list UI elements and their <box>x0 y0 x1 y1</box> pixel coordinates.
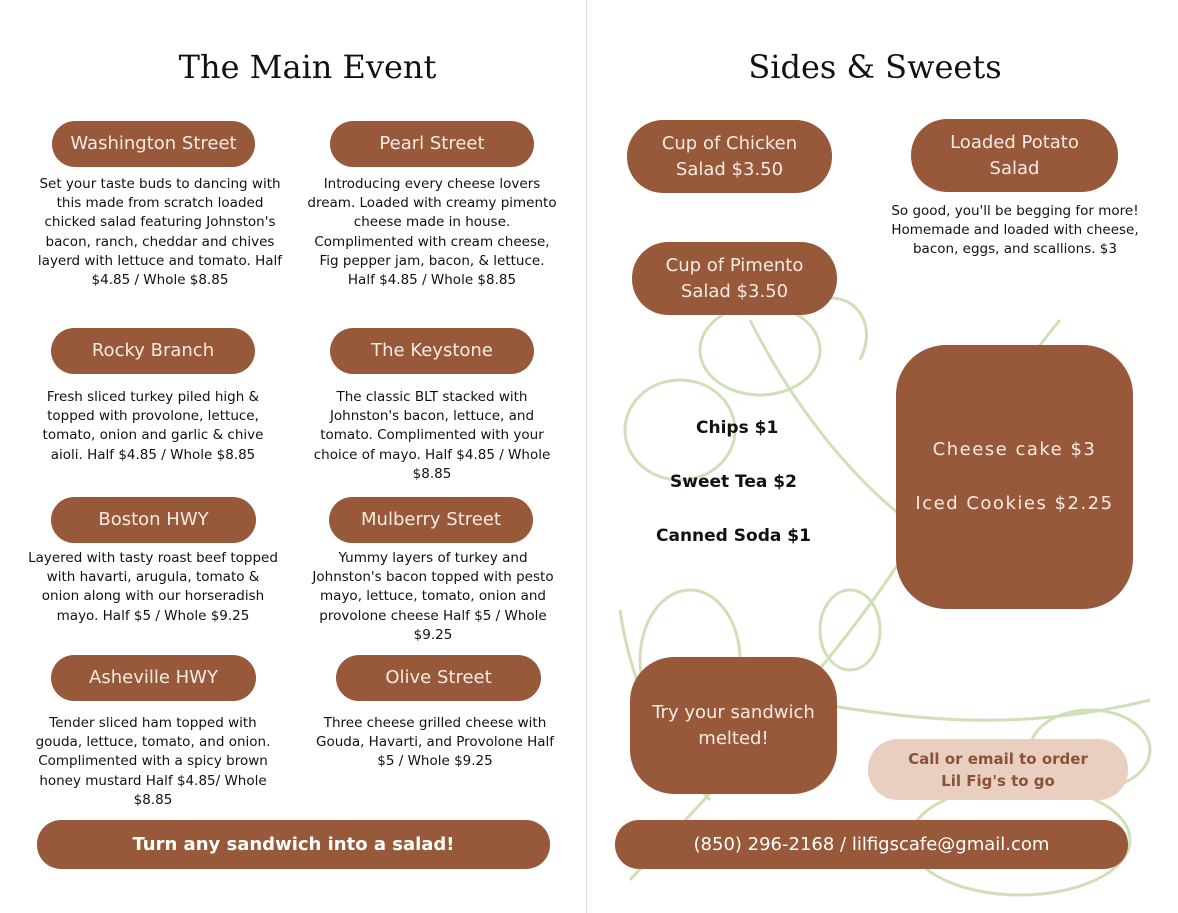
cup-chicken-salad: Cup of Chicken Salad $3.50 <box>627 120 832 193</box>
chips-item: Chips $1 <box>696 418 779 438</box>
sides-heading: Sides & Sweets <box>748 48 1002 86</box>
item-the-keystone: The Keystone <box>330 328 534 374</box>
order-note: Call or email to order Lil Fig's to go <box>868 739 1128 800</box>
mulberry-street-desc: Yummy layers of turkey and Johnston's ba… <box>312 550 554 643</box>
keystone-desc: The classic BLT stacked with Johnston's … <box>313 389 551 482</box>
item-boston-hwy: Boston HWY <box>51 497 256 543</box>
item-asheville-hwy: Asheville HWY <box>51 655 256 701</box>
potato-salad-desc: So good, you'll be begging for more! Hom… <box>891 203 1139 258</box>
item-pearl-street: Pearl Street <box>330 121 534 167</box>
loaded-potato-salad: Loaded Potato Salad <box>911 119 1118 192</box>
page-fold <box>586 0 587 913</box>
washington-street-desc: Set your taste buds to dancing with this… <box>37 176 283 289</box>
salad-banner: Turn any sandwich into a salad! <box>37 820 550 869</box>
desserts-box: Cheese cake $3 Iced Cookies $2.25 <box>896 345 1133 609</box>
item-rocky-branch: Rocky Branch <box>51 328 255 374</box>
cup-pimento-salad: Cup of Pimento Salad $3.50 <box>632 242 837 315</box>
olive-street-desc: Three cheese grilled cheese with Gouda, … <box>315 715 554 770</box>
sweet-tea-item: Sweet Tea $2 <box>670 472 797 492</box>
cheesecake-item: Cheese cake $3 <box>932 439 1097 460</box>
canned-soda-item: Canned Soda $1 <box>656 526 811 546</box>
iced-cookies-item: Iced Cookies $2.25 <box>915 493 1114 514</box>
item-washington-street: Washington Street <box>52 121 255 167</box>
item-olive-street: Olive Street <box>336 655 541 701</box>
asheville-hwy-desc: Tender sliced ham topped with gouda, let… <box>35 715 271 808</box>
melted-note: Try your sandwich melted! <box>630 657 837 794</box>
rocky-branch-desc: Fresh sliced turkey piled high & topped … <box>42 389 264 463</box>
contact-banner: (850) 296-2168 / lilfigscafe@gmail.com <box>615 820 1128 869</box>
boston-hwy-desc: Layered with tasty roast beef topped wit… <box>28 550 278 624</box>
item-mulberry-street: Mulberry Street <box>329 497 533 543</box>
pearl-street-desc: Introducing every cheese lovers dream. L… <box>307 176 557 289</box>
main-event-heading: The Main Event <box>178 48 437 86</box>
